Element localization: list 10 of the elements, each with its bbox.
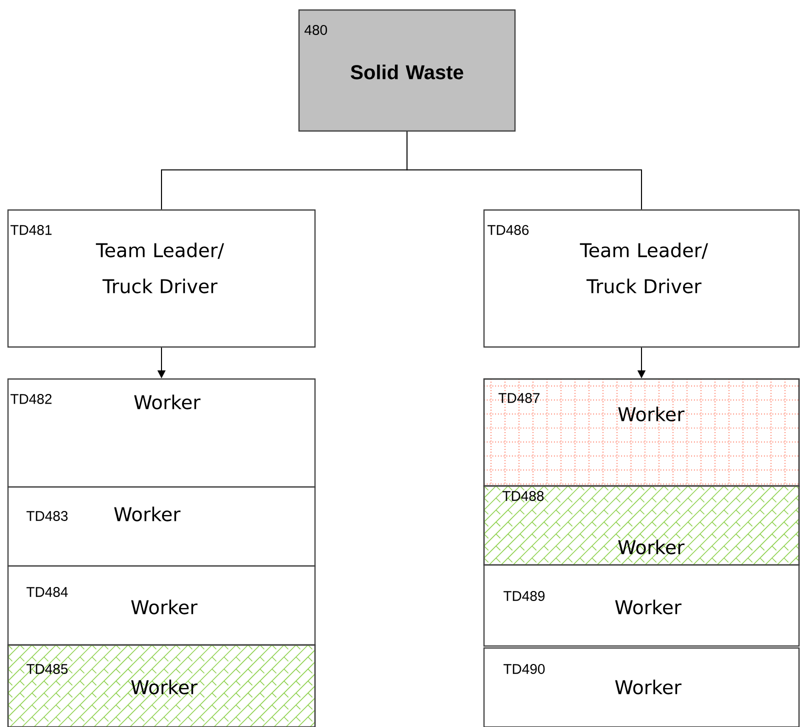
position-box: TD483 Worker xyxy=(7,486,316,567)
position-box: TD487 Worker xyxy=(483,378,800,487)
position-box: TD484 Worker xyxy=(7,565,316,646)
position-box: TD486 Team Leader/ Truck Driver xyxy=(483,209,800,348)
position-box: TD489 Worker xyxy=(483,564,800,647)
position-box: TD481 Team Leader/ Truck Driver xyxy=(7,209,316,348)
position-box: TD490 Worker xyxy=(483,647,800,727)
position-box: TD482 Worker xyxy=(7,378,316,488)
department-box: 480 Solid Waste xyxy=(298,9,516,132)
connector xyxy=(406,131,642,210)
